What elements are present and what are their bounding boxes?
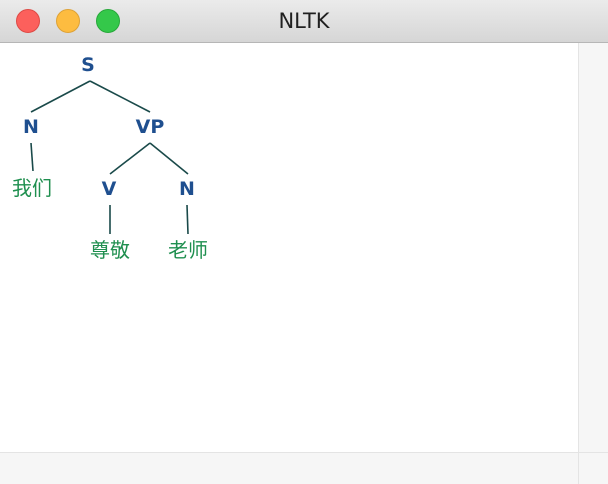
leaf-women[interactable]: 我们 bbox=[12, 176, 52, 200]
leaf-zunjing[interactable]: 尊敬 bbox=[90, 238, 130, 262]
scroll-corner bbox=[578, 452, 608, 484]
edge-n-leaf bbox=[30, 142, 34, 172]
edge-s-vp bbox=[89, 80, 151, 113]
vertical-scrollbar[interactable] bbox=[578, 43, 608, 452]
title-bar[interactable]: NLTK bbox=[0, 0, 608, 43]
node-n-2[interactable]: N bbox=[179, 178, 195, 200]
parse-tree: S N VP V N 我们 尊敬 老师 bbox=[12, 54, 208, 262]
edge-s-n bbox=[30, 80, 91, 113]
minimize-button[interactable] bbox=[56, 9, 80, 33]
node-vp[interactable]: VP bbox=[136, 116, 165, 138]
window-title: NLTK bbox=[278, 9, 330, 33]
edge-vp-n bbox=[149, 142, 189, 175]
node-v[interactable]: V bbox=[102, 178, 117, 200]
horizontal-scrollbar[interactable] bbox=[0, 452, 578, 484]
edge-vp-v bbox=[109, 142, 151, 175]
close-button[interactable] bbox=[16, 9, 40, 33]
node-s[interactable]: S bbox=[81, 54, 95, 76]
tree-canvas[interactable]: S N VP V N 我们 尊敬 老师 bbox=[0, 43, 578, 452]
edge-n2-leaf bbox=[186, 204, 189, 235]
node-n[interactable]: N bbox=[23, 116, 39, 138]
leaf-laoshi[interactable]: 老师 bbox=[168, 238, 208, 262]
zoom-button[interactable] bbox=[96, 9, 120, 33]
